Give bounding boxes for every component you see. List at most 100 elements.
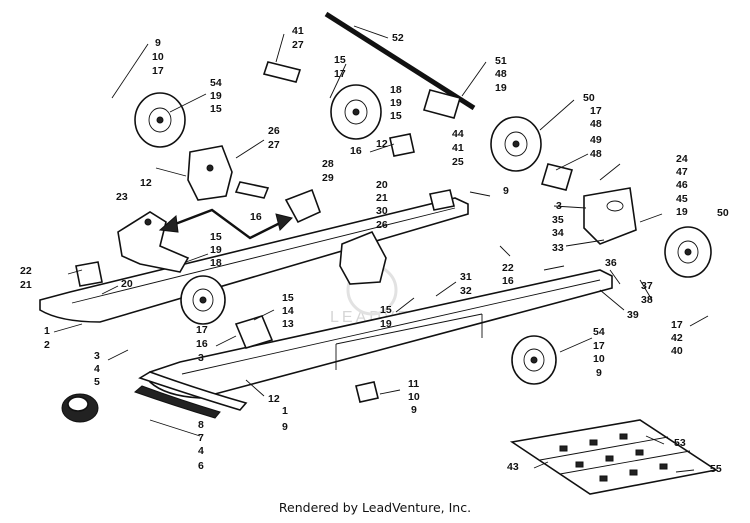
- upper-mount-block: [389, 133, 415, 157]
- callout-17: 17: [334, 68, 346, 80]
- direction-arrow: [158, 208, 293, 240]
- callout-16: 16: [250, 211, 262, 223]
- callout-25: 25: [452, 156, 464, 168]
- callout-20: 20: [121, 278, 133, 290]
- callout-30: 30: [376, 205, 388, 217]
- callout-8: 8: [198, 419, 204, 431]
- callout-41: 41: [292, 25, 304, 37]
- callout-48: 48: [495, 68, 507, 80]
- callout-19: 19: [380, 318, 392, 330]
- axle-spacers: [234, 61, 574, 199]
- idler-wheel-top-left: [134, 92, 186, 148]
- callout-12: 12: [376, 138, 388, 150]
- track-section: [509, 419, 719, 495]
- callout-48: 48: [590, 118, 602, 130]
- callout-47: 47: [676, 166, 688, 178]
- callout-16: 16: [502, 275, 514, 287]
- track-clips: [559, 433, 668, 482]
- callout-15: 15: [210, 103, 222, 115]
- callout-31: 31: [460, 271, 472, 283]
- callout-15: 15: [282, 292, 294, 304]
- callout-43: 43: [507, 461, 519, 473]
- rear-tension-plate: [583, 187, 637, 245]
- idler-wheel-bottom: [511, 335, 557, 385]
- callout-17: 17: [152, 65, 164, 77]
- callout-19: 19: [676, 206, 688, 218]
- callout-5: 5: [94, 376, 100, 388]
- callout-48: 48: [590, 148, 602, 160]
- callout-26: 26: [376, 219, 388, 231]
- callout-20: 20: [376, 179, 388, 191]
- idler-wheel-top-center: [330, 84, 382, 140]
- lower-block: [355, 381, 379, 403]
- callout-54: 54: [593, 326, 605, 338]
- callout-50: 50: [717, 207, 729, 219]
- callout-32: 32: [460, 285, 472, 297]
- callout-23: 23: [116, 191, 128, 203]
- callout-27: 27: [268, 139, 280, 151]
- callout-17: 17: [590, 105, 602, 117]
- suspension-arm-bracket: [117, 211, 190, 273]
- callout-55: 55: [710, 463, 722, 475]
- callout-17: 17: [593, 340, 605, 352]
- callout-9: 9: [411, 404, 417, 416]
- callout-15: 15: [210, 231, 222, 243]
- callout-19: 19: [495, 82, 507, 94]
- callout-17: 17: [196, 324, 208, 336]
- callout-15: 15: [390, 110, 402, 122]
- callout-50: 50: [583, 92, 595, 104]
- callout-54: 54: [210, 77, 222, 89]
- callout-4: 4: [198, 445, 204, 457]
- right-slide-rail: [149, 269, 613, 399]
- callout-29: 29: [322, 172, 334, 184]
- callout-21: 21: [20, 279, 32, 291]
- callout-24: 24: [676, 153, 688, 165]
- callout-4: 4: [94, 363, 100, 375]
- callout-15: 15: [380, 304, 392, 316]
- callout-10: 10: [408, 391, 420, 403]
- callout-16: 16: [350, 145, 362, 157]
- callout-22: 22: [20, 265, 32, 277]
- callout-41: 41: [452, 142, 464, 154]
- callout-46: 46: [676, 179, 688, 191]
- callout-9: 9: [503, 185, 509, 197]
- rear-arm-bracket: [339, 230, 387, 285]
- callout-39: 39: [627, 309, 639, 321]
- callout-36: 36: [605, 257, 617, 269]
- callout-26: 26: [268, 125, 280, 137]
- callout-22: 22: [502, 262, 514, 274]
- callout-6: 6: [198, 460, 204, 472]
- callout-15: 15: [334, 54, 346, 66]
- callout-1: 1: [44, 325, 50, 337]
- callout-44: 44: [452, 128, 464, 140]
- left-slide-rail: [39, 197, 469, 323]
- callout-3: 3: [94, 350, 100, 362]
- callout-40: 40: [671, 345, 683, 357]
- upper-mount-bracket: [284, 188, 322, 224]
- idler-wheel-top-right: [490, 116, 542, 172]
- callout-9: 9: [155, 37, 161, 49]
- callout-13: 13: [282, 318, 294, 330]
- leader-lines: [53, 25, 709, 473]
- rear-axle: [324, 11, 476, 111]
- callout-28: 28: [322, 158, 334, 170]
- callout-45: 45: [676, 193, 688, 205]
- rear-bumper-block: [429, 189, 455, 211]
- footer-credit: Rendered by LeadVenture, Inc.: [278, 500, 472, 515]
- callout-12: 12: [140, 177, 152, 189]
- callout-11: 11: [408, 378, 419, 390]
- callout-49: 49: [590, 134, 602, 146]
- callout-42: 42: [671, 332, 683, 344]
- callout-19: 19: [210, 90, 222, 102]
- wear-strip: [134, 371, 248, 419]
- hub-assembly: [61, 393, 99, 423]
- callout-38: 38: [641, 294, 653, 306]
- callout-19: 19: [390, 97, 402, 109]
- callout-18: 18: [390, 84, 402, 96]
- callout-12: 12: [268, 393, 280, 405]
- front-arm-bracket: [187, 145, 233, 201]
- idler-wheel-rear-right: [664, 226, 712, 278]
- callout-21: 21: [376, 192, 388, 204]
- front-bumper-block: [75, 261, 103, 287]
